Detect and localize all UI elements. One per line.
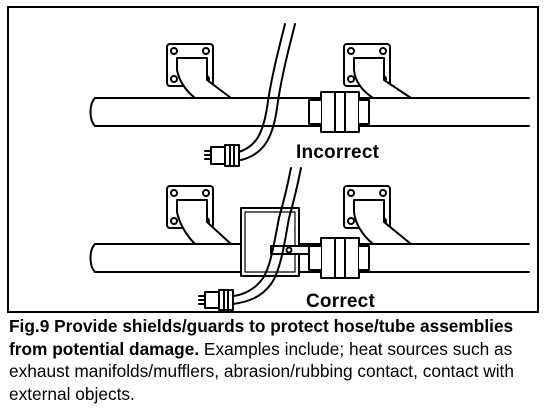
heat-shield [240, 207, 300, 277]
exhaust-pipe-top [89, 97, 530, 127]
correct-label: Correct [306, 291, 375, 312]
exhaust-pipe-bottom [89, 243, 530, 273]
hose-fitting-bottom [198, 289, 234, 311]
caption-body: Examples include; heat sources such as e… [9, 338, 514, 404]
manifold-left-bottom [166, 185, 232, 245]
figure-frame: Incorrect Correct [7, 6, 539, 313]
hose-routing-illustration [89, 23, 530, 311]
shield-bracket [270, 245, 310, 255]
caption-lead: Fig.9 Provide shields/guards to protect … [9, 316, 514, 359]
hose-bottom [230, 167, 302, 305]
manifold-right-top [343, 43, 412, 99]
figure-caption: Fig.9 Provide shields/guards to protect … [9, 315, 549, 405]
pipe-clamp-top [308, 91, 370, 133]
hose-fitting-top [204, 144, 240, 167]
hose-top [238, 23, 296, 161]
manifold-left-top [166, 43, 232, 99]
manifold-right-bottom [343, 185, 412, 245]
incorrect-illustration [89, 23, 530, 167]
pipe-clamp-bottom [308, 237, 370, 279]
correct-illustration [89, 167, 530, 311]
incorrect-label: Incorrect [296, 142, 380, 163]
